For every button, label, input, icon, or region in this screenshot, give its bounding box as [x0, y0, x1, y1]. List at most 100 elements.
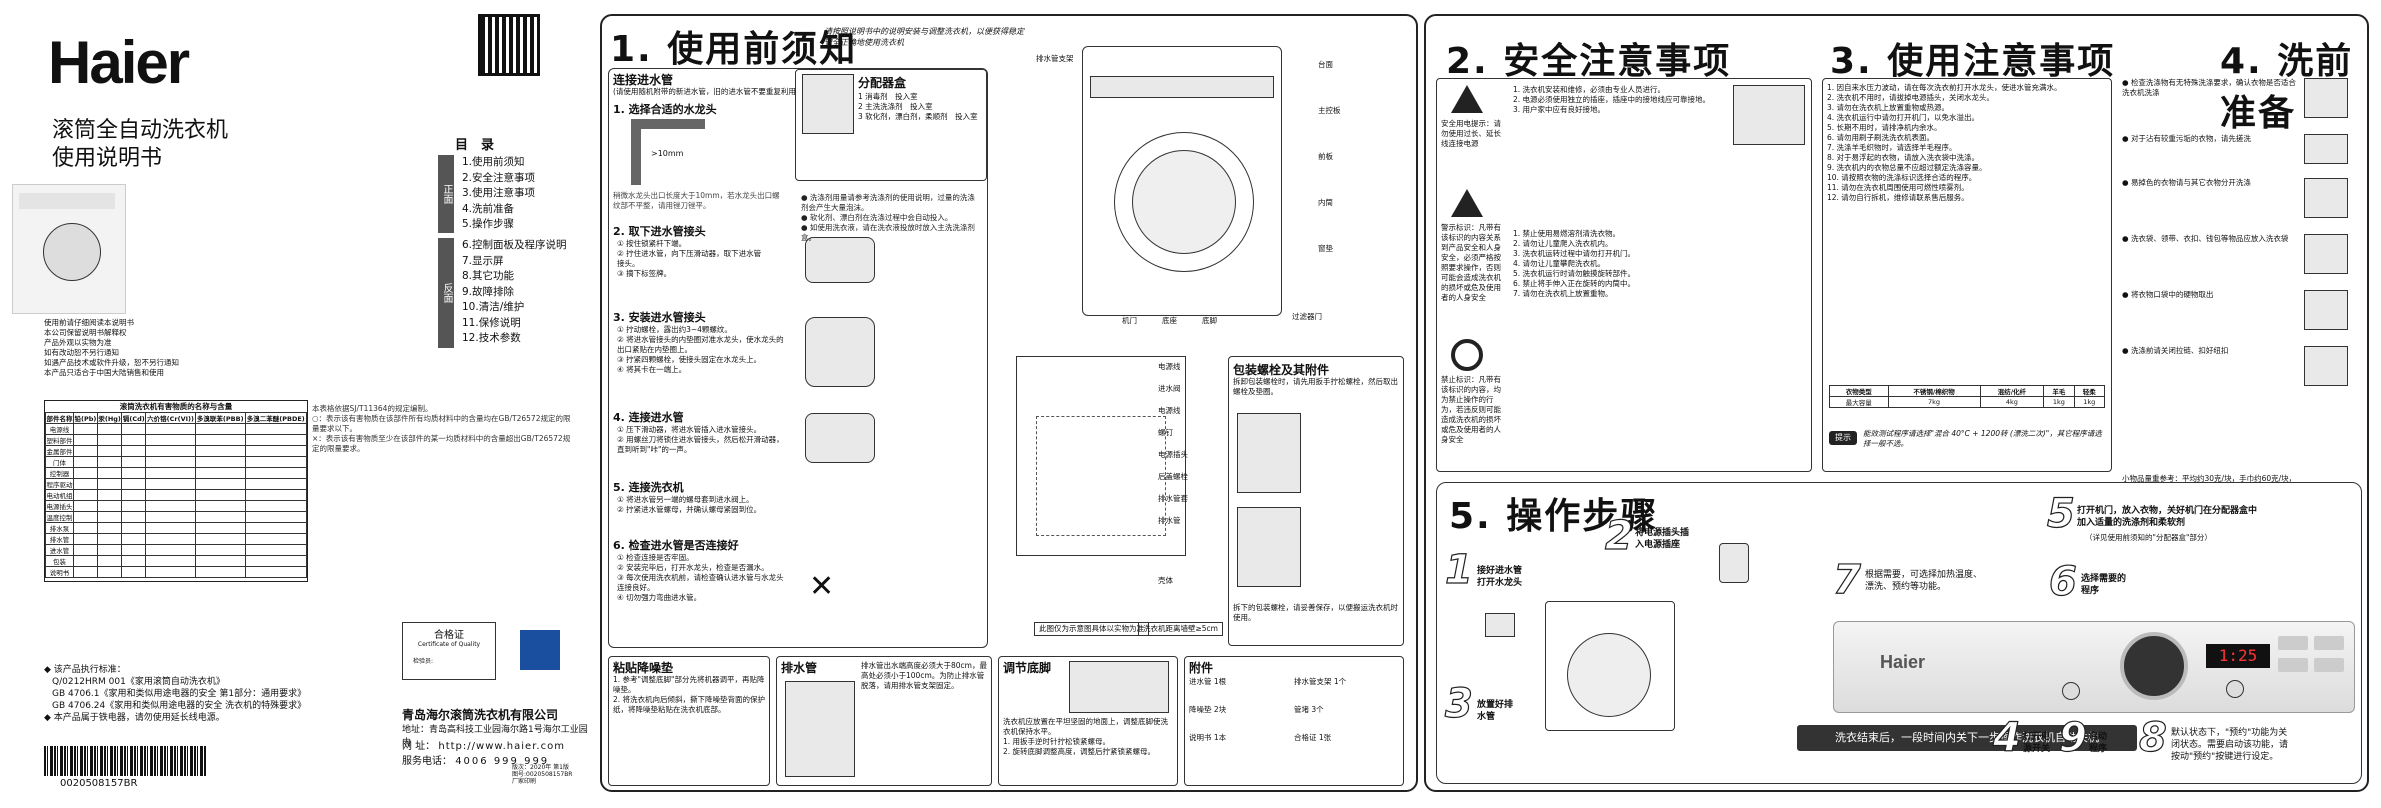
section2-rules-b: 1. 禁止使用易燃溶剂清洗衣物。 2. 请勿让儿童爬入洗衣机内。 3. 洗衣机运… [1513, 229, 1636, 298]
toxic-cell [244, 467, 308, 479]
toxic-row-label: 进水管 [44, 544, 75, 556]
tap-ok-figure: >10mm [631, 119, 705, 185]
function-button[interactable] [2278, 636, 2308, 650]
toc-front-tab: 正面 [438, 155, 454, 233]
toxic-cell [73, 478, 98, 490]
finish-bar: 洗衣结束后，一段时间内关下一步操作洗衣机自动关机 [1797, 725, 2137, 751]
op-washer-figure [1545, 581, 1685, 731]
dispenser-items: 1 消毒剂 投入室 2 主洗洗涤剂 投入室 3 软化剂，漂白剂，柔顺剂 投入室 [858, 92, 978, 121]
toxic-cell [73, 500, 98, 512]
toc-item[interactable]: 9.故障排除 [462, 285, 515, 298]
toxic-cell [121, 544, 147, 556]
toxic-row: 金属部件 [44, 445, 308, 457]
op-step-3-text: 放置好排 水管 [1477, 700, 1514, 722]
toxic-row: 说明书 [44, 566, 308, 578]
toxic-cell [145, 533, 196, 545]
power-button[interactable] [2062, 682, 2080, 700]
electric-warning-text: 安全用电提示：请勿使用过长、延长线连接电源 [1441, 119, 1501, 148]
plug-icon [1719, 543, 1749, 583]
function-button[interactable] [2314, 636, 2344, 650]
toc-item[interactable]: 1.使用前须知 [462, 156, 525, 168]
toxic-cell [73, 544, 98, 556]
function-button[interactable] [2278, 658, 2308, 672]
toxic-cell [244, 544, 308, 556]
toxic-table-title: 滚筒洗衣机有害物质的名称与含量 [119, 402, 233, 411]
toxic-cell [121, 478, 147, 490]
toxic-cell [96, 500, 123, 512]
capacity-header: 不锈钢/棉织物 [1887, 385, 1981, 397]
toxic-cell [96, 478, 123, 490]
toc-item[interactable]: 7.显示屏 [462, 254, 504, 267]
bolts-note: 拆下的包装螺栓，请妥善保存，以便搬运洗衣机时使用。 [1233, 603, 1398, 622]
toxic-cell [194, 511, 246, 523]
toxic-row: 电源线 [44, 423, 308, 435]
pocket-icon [2304, 290, 2348, 330]
section2-rules-a: 1. 洗衣机安装和维修，必须由专业人员进行。 2. 电源必须使用独立的插座，插座… [1513, 85, 1711, 114]
level-pad-title: 粘贴降噪垫 [613, 661, 674, 675]
part-label-filter: 过滤器门 [1292, 312, 1322, 321]
toxic-cell [145, 544, 196, 556]
op-step-4-no: 4 [1992, 714, 2021, 761]
toxic-cell [73, 555, 98, 567]
op-step-5-no: 5 [2046, 490, 2075, 537]
adjust-title: 调节底脚 [1003, 661, 1052, 675]
toxic-row-label: 排水泵 [44, 522, 75, 534]
function-buttons [2278, 636, 2348, 696]
toc-item[interactable]: 2.安全注意事项 [462, 171, 536, 184]
section3-title: 3. 使用注意事项 [1830, 41, 2116, 82]
section2-title: 2. 安全注意事项 [1446, 41, 1732, 82]
toxic-cell [244, 445, 308, 457]
hotline-label: 服务电话： [402, 756, 452, 767]
parts-rear-labels: 电源线 进水阀 电源线 螺钉 电源插头 后盖螺栓 排水管套 排水管 [1158, 362, 1188, 525]
barcode-icon [44, 746, 206, 776]
website-link[interactable]: http://www.haier.com [438, 741, 565, 752]
prep-item: ● 洗衣袋、领带、衣扣、钱包等物品应放入洗衣袋 [2122, 234, 2289, 243]
product-title: 滚筒全自动洗衣机 [52, 118, 229, 143]
section1-panel: 1. 使用前须知 请按照说明书中的说明安装与调整洗衣机，以便获得稳定安全正确地使… [600, 14, 1418, 792]
accessories-box: 附件 进水管 1根 排水管支架 1个 降噪垫 2块 管堵 3个 说明书 1本 合… [1184, 656, 1404, 786]
manual-title: 使用说明书 [52, 146, 163, 171]
toxic-cell [96, 544, 123, 556]
toc-item[interactable]: 10.清洁/维护 [462, 301, 525, 313]
step-1: 1. 选择合适的水龙头 [613, 103, 717, 116]
function-button[interactable] [2314, 658, 2344, 672]
toxic-table: 部件名称铅(Pb)汞(Hg)镉(Cd)六价铬(Cr(VI))多溴联苯(PBB)多… [44, 412, 308, 578]
toc-item[interactable]: 4.洗前准备 [462, 202, 515, 215]
toxic-cell [194, 434, 246, 446]
capacity-header: 羊毛 [2043, 385, 2075, 397]
toxic-cell [96, 489, 123, 501]
install-sub: (请使用随机附带的新进水管，旧的进水管不要重复利用) [613, 87, 799, 96]
toxic-header-cell: 汞(Hg) [96, 412, 123, 424]
toxic-row-label: 包装 [44, 555, 75, 567]
start-button[interactable] [2226, 680, 2244, 698]
toxic-cell [73, 434, 98, 446]
program-knob[interactable] [2120, 632, 2188, 700]
hotline-number: 4006 999 999 [455, 756, 550, 767]
op-step-2-no: 2 [1604, 512, 1633, 559]
toxic-cell [145, 511, 196, 523]
toc-item[interactable]: 11.保修说明 [462, 316, 521, 329]
step-6: 6. 检查进水管是否连接好 [613, 539, 739, 552]
toxic-cell [121, 555, 147, 567]
cert-inspector: 检验员: [413, 658, 434, 665]
toc-item[interactable]: 12.技术参数 [462, 332, 521, 344]
toxic-cell [73, 423, 98, 435]
toxic-cell [244, 522, 308, 534]
toxic-cell [194, 489, 246, 501]
op-step-9-text: 启动 程序 [2089, 732, 2108, 754]
toc-item[interactable]: 3.使用注意事项 [462, 187, 536, 199]
toxic-cell [145, 566, 196, 578]
toxic-row-label: 电源插头 [44, 500, 75, 512]
bolt-figure-2 [1237, 507, 1301, 587]
dispenser-box: 分配器盒 1 消毒剂 投入室 2 主洗洗涤剂 投入室 3 软化剂，漂白剂，柔顺剂… [795, 69, 987, 181]
cover-notes: 使用前请仔细阅读本说明书 本公司保留说明书解释权 产品外观以实物为准 如有改动恕… [44, 318, 179, 377]
toc-item[interactable]: 8.其它功能 [462, 270, 515, 282]
bolts-box: 包装螺栓及其附件 拆卸包装螺栓时，请先用扳手拧松螺栓，然后取出螺栓及垫圈。 拆下… [1228, 356, 1404, 646]
toxic-cell [96, 423, 123, 435]
toc-item[interactable]: 5.操作步骤 [462, 218, 515, 230]
toc-item[interactable]: 6.控制面板及程序说明 [462, 239, 567, 251]
toxic-cell [145, 522, 196, 534]
toxic-cell [244, 456, 308, 468]
level-pad-box: 粘贴降噪垫 1. 参考"调整底脚"部分先将机器调平，再贴降噪垫。2. 将洗衣机向… [608, 656, 770, 786]
